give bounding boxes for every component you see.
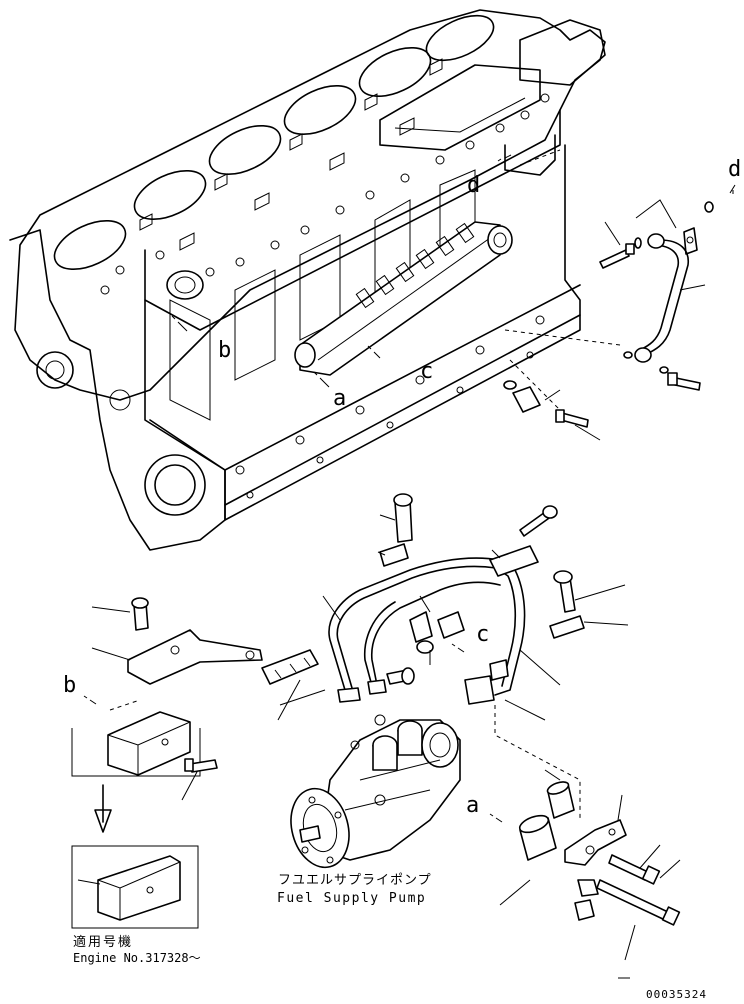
- fuel-supply-pump: フユエルサプライポンプ Fuel Supply Pump: [277, 714, 461, 906]
- callout-d-top: d: [467, 173, 480, 198]
- callout-b-bottom: b: [63, 673, 76, 698]
- callout-c-bottom: c: [476, 622, 489, 647]
- figure-id: 00035324: [646, 988, 707, 1001]
- phantom-lines-top: [504, 149, 621, 411]
- pump-label-en: Fuel Supply Pump: [277, 891, 426, 906]
- callout-c-top: c: [420, 359, 433, 384]
- pump-label-jp: フユエルサプライポンプ: [278, 873, 432, 888]
- fuel-pipe-assembly: [261, 493, 629, 755]
- bracket-assembly: b 適用号機 Engine No.317328～: [63, 597, 263, 965]
- block-callouts: a b c d: [171, 154, 512, 411]
- callout-d-right: d: [728, 157, 741, 182]
- return-pipe-assembly: d: [503, 157, 741, 441]
- applicability-en: Engine No.317328～: [73, 951, 201, 965]
- engine-block: [9, 9, 606, 551]
- callout-a-bottom: a: [466, 793, 479, 818]
- callout-a-top: a: [333, 386, 346, 411]
- callout-b-top: b: [218, 338, 231, 363]
- spacer-bolt-assembly: a: [466, 705, 681, 979]
- applicability-jp: 適用号機: [73, 934, 133, 950]
